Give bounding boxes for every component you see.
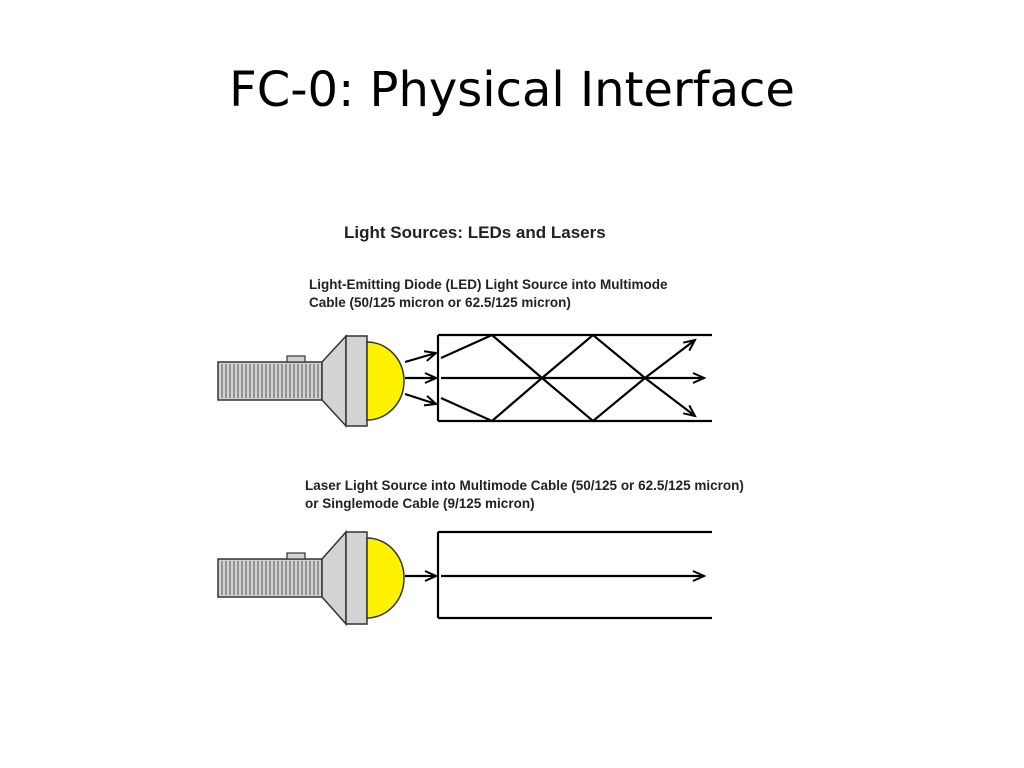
laser-flashlight-icon: [217, 530, 405, 626]
led-caption-line2: Cable (50/125 micron or 62.5/125 micron): [309, 295, 571, 310]
laser-fiber-cable: [436, 530, 712, 620]
led-caption: Light-Emitting Diode (LED) Light Source …: [309, 276, 667, 312]
led-flashlight-icon: [217, 334, 405, 428]
diagram-title: Light Sources: LEDs and Lasers: [344, 223, 606, 242]
laser-caption-line2: or Singlemode Cable (9/125 micron): [305, 496, 535, 511]
slide-title: FC-0: Physical Interface: [229, 62, 795, 118]
led-caption-line1: Light-Emitting Diode (LED) Light Source …: [309, 277, 668, 292]
laser-caption: Laser Light Source into Multimode Cable …: [305, 477, 744, 513]
laser-caption-line1: Laser Light Source into Multimode Cable …: [305, 478, 744, 493]
led-light-rays: [404, 333, 704, 423]
led-fiber-cable: [436, 333, 712, 423]
